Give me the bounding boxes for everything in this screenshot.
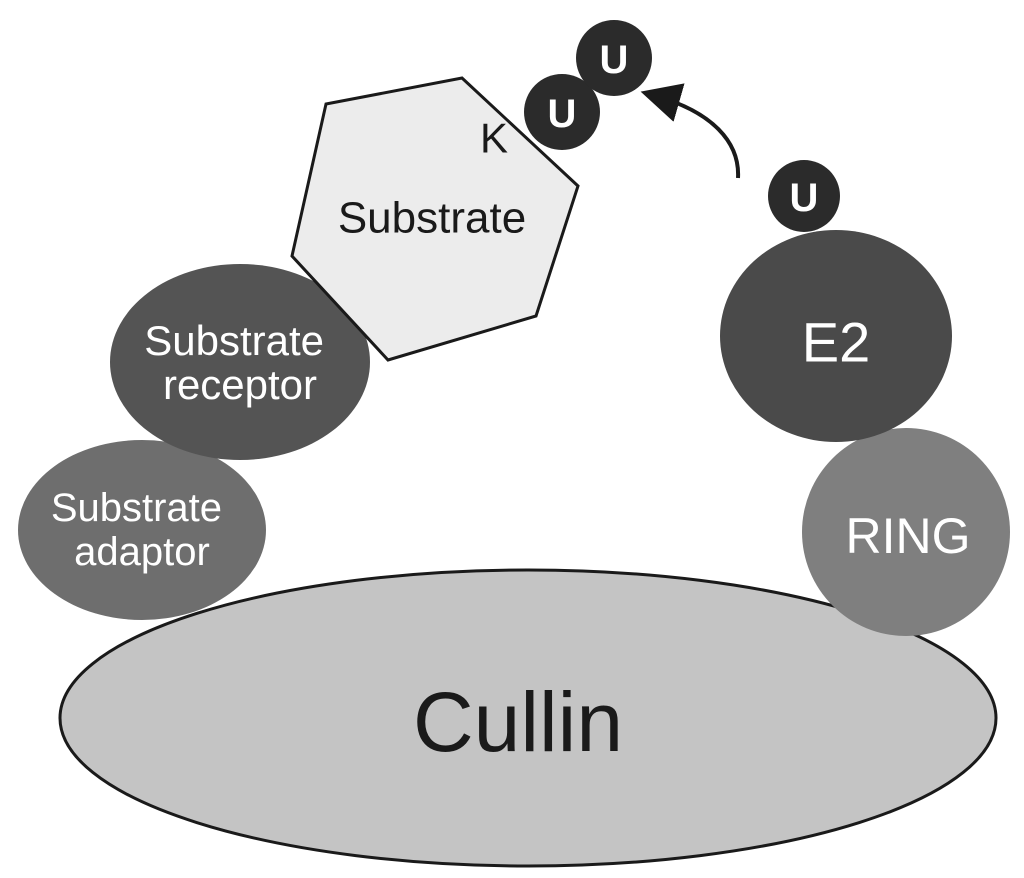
substrate-ubiquitin-chain: U U: [524, 20, 652, 150]
ubiquitin-label: U: [600, 38, 629, 82]
cullin-label: Cullin: [413, 675, 623, 769]
substrate-node: Substrate K: [290, 76, 580, 362]
ubiquitin-transfer-arrow: [640, 83, 741, 179]
e2-shape: [720, 230, 952, 442]
e2-label: E2: [802, 311, 871, 374]
substrate-receptor-label: Substrate receptor: [144, 317, 335, 408]
substrate-adaptor-line-2: adaptor: [74, 530, 210, 574]
substrate-adaptor-line-1: Substrate: [51, 486, 222, 530]
substrate-receptor-node: Substrate receptor: [110, 264, 370, 460]
ubiquitin-label: U: [790, 176, 819, 220]
substrate-adaptor-shape: [18, 440, 266, 620]
cullin-node: Cullin: [58, 568, 998, 868]
substrate-adaptor-node: Substrate adaptor: [18, 440, 266, 620]
chain-ubiquitin-1: U: [524, 74, 600, 150]
cullin-shape: [58, 568, 998, 868]
ubiquitin-shape: [576, 20, 652, 96]
substrate-receptor-shape: [110, 264, 370, 460]
substrate-label: Substrate: [338, 194, 526, 243]
lysine-label: K: [480, 115, 508, 162]
substrate-adaptor-label: Substrate adaptor: [51, 486, 233, 574]
ring-label: RING: [846, 508, 971, 564]
e2-ubiquitin-node: U: [768, 160, 840, 232]
substrate-receptor-line-2: receptor: [163, 361, 317, 408]
ring-shape: [802, 428, 1010, 636]
ubiquitin-shape: [524, 74, 600, 150]
substrate-shape: [290, 76, 580, 362]
e2-node: E2: [720, 230, 952, 442]
chain-ubiquitin-2: U: [576, 20, 652, 96]
ring-node: RING: [802, 428, 1010, 636]
substrate-receptor-line-1: Substrate: [144, 317, 324, 364]
ubiquitin-shape: [768, 160, 840, 232]
ubiquitin-label: U: [548, 92, 577, 136]
